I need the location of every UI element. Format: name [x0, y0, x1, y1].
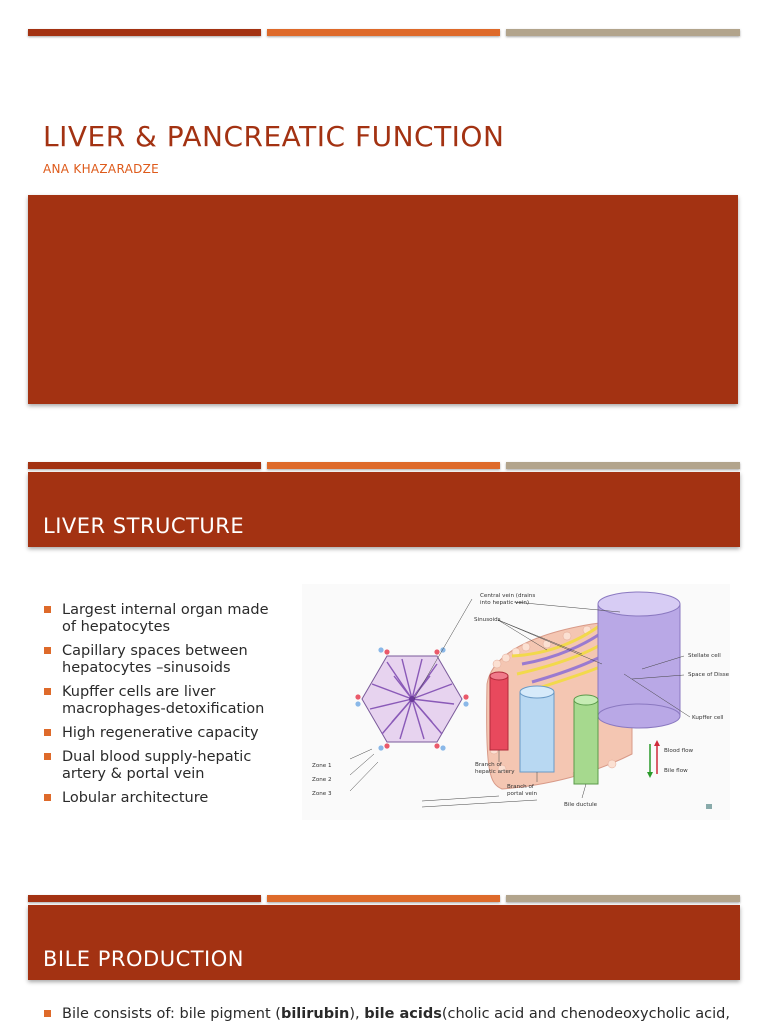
- slide-title: LIVER & PANCREATIC FUNCTION: [43, 120, 505, 153]
- list-item: Largest internal organ made of hepatocyt…: [44, 602, 279, 636]
- figure-corner-icon: [706, 804, 712, 809]
- section-header-panel: LIVER STRUCTURE: [28, 472, 740, 547]
- bullet-icon: [44, 753, 51, 760]
- accent-bar-orange: [267, 462, 500, 469]
- accent-bar-dark: [28, 29, 261, 36]
- central-vein-dot: [409, 696, 415, 702]
- accent-bar-orange: [267, 895, 500, 902]
- liver-lobule-diagram: Central vein (drains into hepatic vein) …: [302, 584, 730, 820]
- portal-triad-markers: [355, 647, 469, 751]
- list-item: Dual blood supply-hepatic artery & porta…: [44, 749, 279, 783]
- accent-bar-dark: [28, 462, 261, 469]
- bullet-icon: [44, 729, 51, 736]
- central-vein-top: [597, 591, 681, 617]
- label-sinusoids: Sinusoids: [474, 617, 501, 623]
- label-hepatic-artery: Branch of: [475, 762, 503, 768]
- slide-subtitle: ANA KHAZARADZE: [43, 162, 160, 176]
- label-zone1: Zone 1: [312, 763, 332, 769]
- accent-bar-tan: [506, 462, 740, 469]
- label-central-vein-2: into hepatic vein): [480, 600, 529, 606]
- accent-bar-tan: [506, 29, 740, 36]
- label-hepatic-artery-2: hepatic artery: [475, 769, 515, 775]
- section-title: LIVER STRUCTURE: [43, 514, 245, 538]
- list-item: Capillary spaces between hepatocytes –si…: [44, 643, 279, 677]
- list-item: Lobular architecture: [44, 790, 279, 807]
- portal-vein-tube: [519, 691, 555, 773]
- bullet-icon: [44, 688, 51, 695]
- label-stellate-cell: Stellate cell: [688, 653, 721, 659]
- accent-bar-orange: [267, 29, 500, 36]
- label-bile-flow: Bile flow: [664, 768, 688, 774]
- bullet-icon: [44, 794, 51, 801]
- title-panel: [28, 195, 738, 404]
- accent-bar-dark: [28, 895, 261, 902]
- section-header-panel: BILE PRODUCTION: [28, 905, 740, 980]
- label-kupffer-cell: Kupffer cell: [692, 715, 724, 721]
- label-blood-flow: Blood flow: [664, 748, 694, 754]
- label-space-of-disse: Space of Disse: [688, 672, 730, 678]
- bullet-icon: [44, 1010, 51, 1017]
- label-central-vein: Central vein (drains: [480, 593, 535, 599]
- flow-legend-arrows: [647, 740, 660, 778]
- section-title: BILE PRODUCTION: [43, 947, 244, 971]
- central-vein-cylinder: [597, 603, 681, 717]
- bullet-icon: [44, 606, 51, 613]
- liver-diagram-svg: Central vein (drains into hepatic vein) …: [312, 591, 730, 809]
- lobule-sinusoid-lines: [369, 658, 455, 740]
- label-bile-ductule: Bile ductule: [564, 802, 598, 808]
- label-zone3: Zone 3: [312, 791, 332, 797]
- label-zone2: Zone 2: [312, 777, 332, 783]
- list-item: High regenerative capacity: [44, 725, 279, 742]
- hepatic-artery-tube: [489, 675, 509, 751]
- bile-ductule-tube: [573, 699, 599, 785]
- list-item: Kupffer cells are liver macrophages-deto…: [44, 684, 279, 718]
- list-item: Bile consists of: bile pigment (bilirubi…: [44, 1006, 744, 1022]
- bullet-icon: [44, 647, 51, 654]
- label-portal-vein-2: portal vein: [507, 791, 538, 797]
- label-leader-lines: [349, 598, 691, 808]
- bullet-list: Largest internal organ made of hepatocyt…: [44, 602, 279, 814]
- label-portal-vein: Branch of: [507, 784, 535, 790]
- accent-bar-tan: [506, 895, 740, 902]
